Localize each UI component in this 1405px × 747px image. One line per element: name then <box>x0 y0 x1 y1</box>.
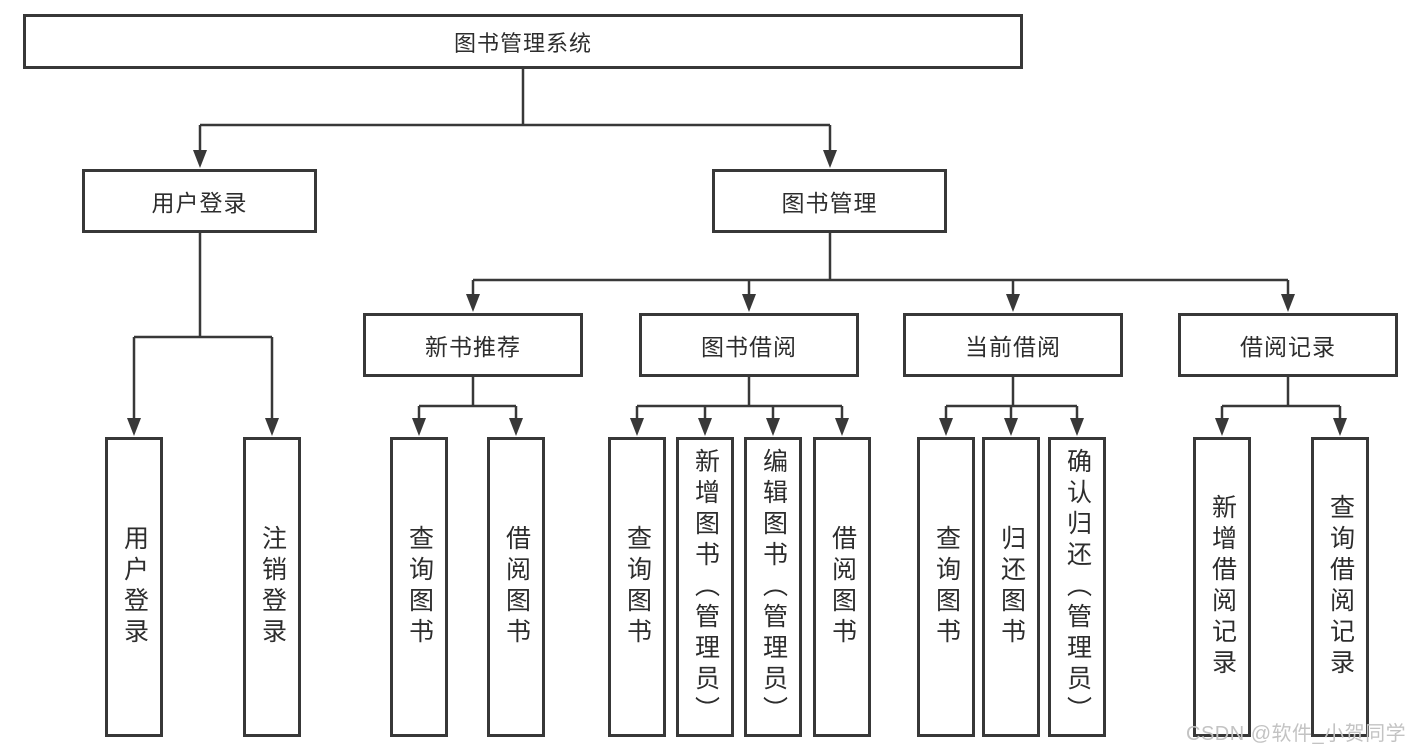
leaf-borrow-book-recommend: 借阅图书 <box>487 437 545 737</box>
node-label: 当前借阅 <box>965 334 1061 360</box>
node-label: 查询图书 <box>932 525 961 649</box>
node-label: 借阅记录 <box>1240 334 1336 360</box>
node-label: 用户登录 <box>151 190 248 216</box>
node-library-management-system: 图书管理系统 <box>23 14 1023 69</box>
node-label: 图书管理 <box>781 190 878 216</box>
node-book-management-branch: 图书管理 <box>712 169 947 233</box>
leaf-query-book-recommend: 查询图书 <box>390 437 448 737</box>
leaf-query-book-current: 查询图书 <box>917 437 975 737</box>
node-borrowing-records: 借阅记录 <box>1178 313 1398 377</box>
node-current-borrowing: 当前借阅 <box>903 313 1123 377</box>
node-label: 新增借阅记录 <box>1208 494 1237 680</box>
node-label: 查询图书 <box>623 525 652 649</box>
leaf-query-borrow-record: 查询借阅记录 <box>1311 437 1369 737</box>
leaf-logout: 注销登录 <box>243 437 301 737</box>
leaf-user-login: 用户登录 <box>105 437 163 737</box>
node-label: 编辑图书（管理员） <box>759 447 788 727</box>
node-label: 借阅图书 <box>828 525 857 649</box>
leaf-query-book-borrowing: 查询图书 <box>608 437 666 737</box>
csdn-watermark: CSDN @软件_小贺同学 <box>1186 723 1405 745</box>
node-new-book-recommendation: 新书推荐 <box>363 313 583 377</box>
leaf-confirm-return-admin: 确认归还（管理员） <box>1048 437 1106 737</box>
node-label: 注销登录 <box>258 525 287 649</box>
node-label: 借阅图书 <box>502 525 531 649</box>
node-label: 图书借阅 <box>701 334 797 360</box>
leaf-add-book-admin: 新增图书（管理员） <box>676 437 734 737</box>
node-label: 图书管理系统 <box>453 30 592 56</box>
node-label: 查询图书 <box>405 525 434 649</box>
node-book-borrowing: 图书借阅 <box>639 313 859 377</box>
arrowheads <box>127 150 1347 436</box>
node-label: 归还图书 <box>997 525 1026 649</box>
node-label: 用户登录 <box>120 525 149 649</box>
node-label: 新书推荐 <box>425 334 521 360</box>
leaf-edit-book-admin: 编辑图书（管理员） <box>744 437 802 737</box>
node-label: 确认归还（管理员） <box>1063 447 1092 727</box>
node-label: 查询借阅记录 <box>1326 494 1355 680</box>
leaf-add-borrow-record: 新增借阅记录 <box>1193 437 1251 737</box>
leaf-return-book: 归还图书 <box>982 437 1040 737</box>
node-label: 新增图书（管理员） <box>691 447 720 727</box>
leaf-borrow-book: 借阅图书 <box>813 437 871 737</box>
node-user-login-branch: 用户登录 <box>82 169 317 233</box>
